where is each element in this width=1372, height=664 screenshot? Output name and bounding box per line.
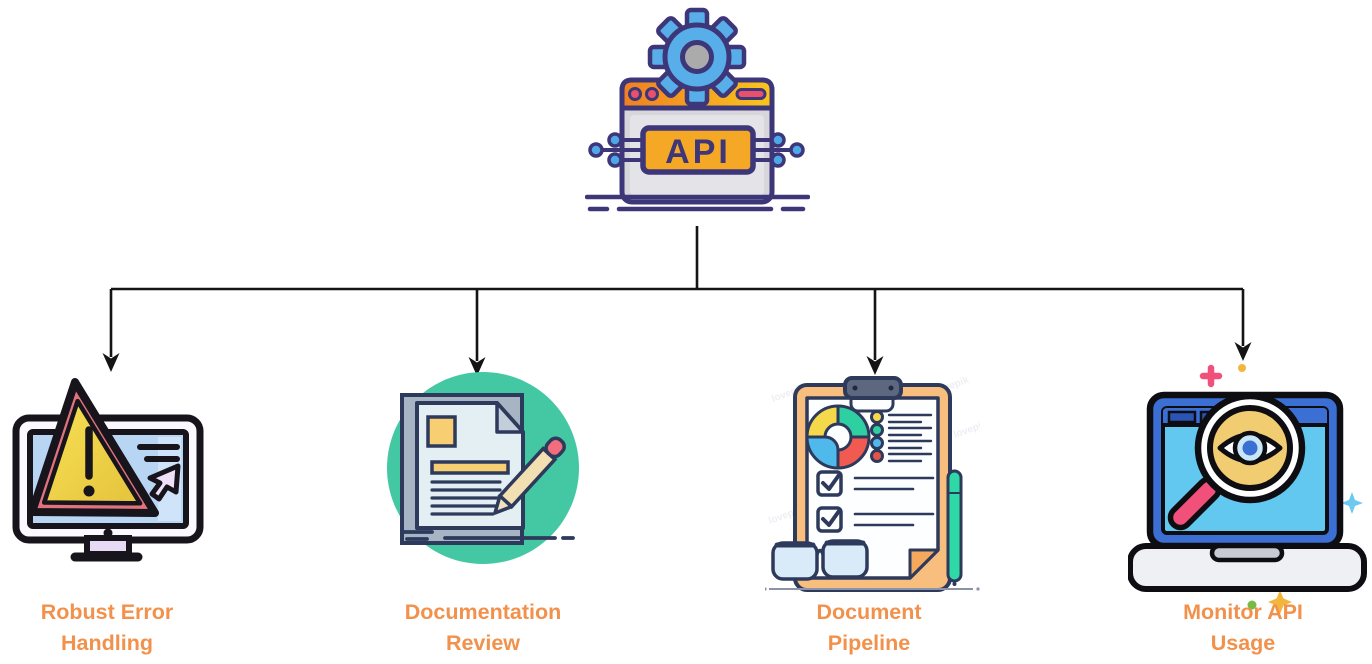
label-line: Pipeline (827, 631, 911, 655)
sparkles (1199, 364, 1363, 614)
documents-shape (400, 393, 525, 545)
speed-lines (401, 530, 575, 541)
ground-lines (585, 194, 810, 212)
label-document-pipeline: Document Pipeline (759, 597, 979, 659)
svg-text:lovepik: lovepik (952, 419, 980, 441)
cursor-icon (147, 463, 181, 502)
label-line: Document (816, 600, 922, 624)
document-review-icon (387, 372, 579, 564)
legend-lines (887, 413, 933, 463)
laptop-base (1128, 543, 1367, 592)
label-documentation-review: Documentation Review (373, 597, 593, 659)
glasses-icon (771, 539, 869, 581)
label-line: Handling (61, 631, 153, 655)
label-line: Review (445, 631, 521, 655)
laptop-magnifier-icon (1128, 364, 1367, 614)
checklist-rows (816, 470, 935, 533)
api-badge-text: API (665, 133, 731, 171)
api-badge: API (640, 125, 756, 175)
pen-icon (946, 469, 963, 586)
donut-chart (805, 404, 871, 470)
label-robust-error-handling: Robust Error Handling (0, 597, 217, 659)
arrowheads (102, 342, 1252, 376)
legend-bullets (870, 410, 884, 463)
pencil-icon (493, 436, 566, 515)
ground-line (765, 587, 980, 591)
magnifier-eye-icon (1194, 392, 1306, 504)
error-monitor-icon (12, 378, 204, 562)
gear-icon (647, 7, 747, 107)
label-line: Robust Error (40, 600, 174, 624)
label-line: Documentation (404, 600, 562, 624)
label-line: Usage (1210, 631, 1276, 655)
api-gear-browser-icon: API (585, 7, 810, 212)
warning-triangle-icon (28, 378, 159, 517)
clipboard-checklist-icon: lovepik lovepik lovepik lovepik lovepik (765, 375, 980, 592)
label-line: Monitor API (1183, 600, 1303, 624)
label-monitor-api-usage: Monitor API Usage (1133, 597, 1353, 659)
circuit-nodes (588, 132, 805, 168)
